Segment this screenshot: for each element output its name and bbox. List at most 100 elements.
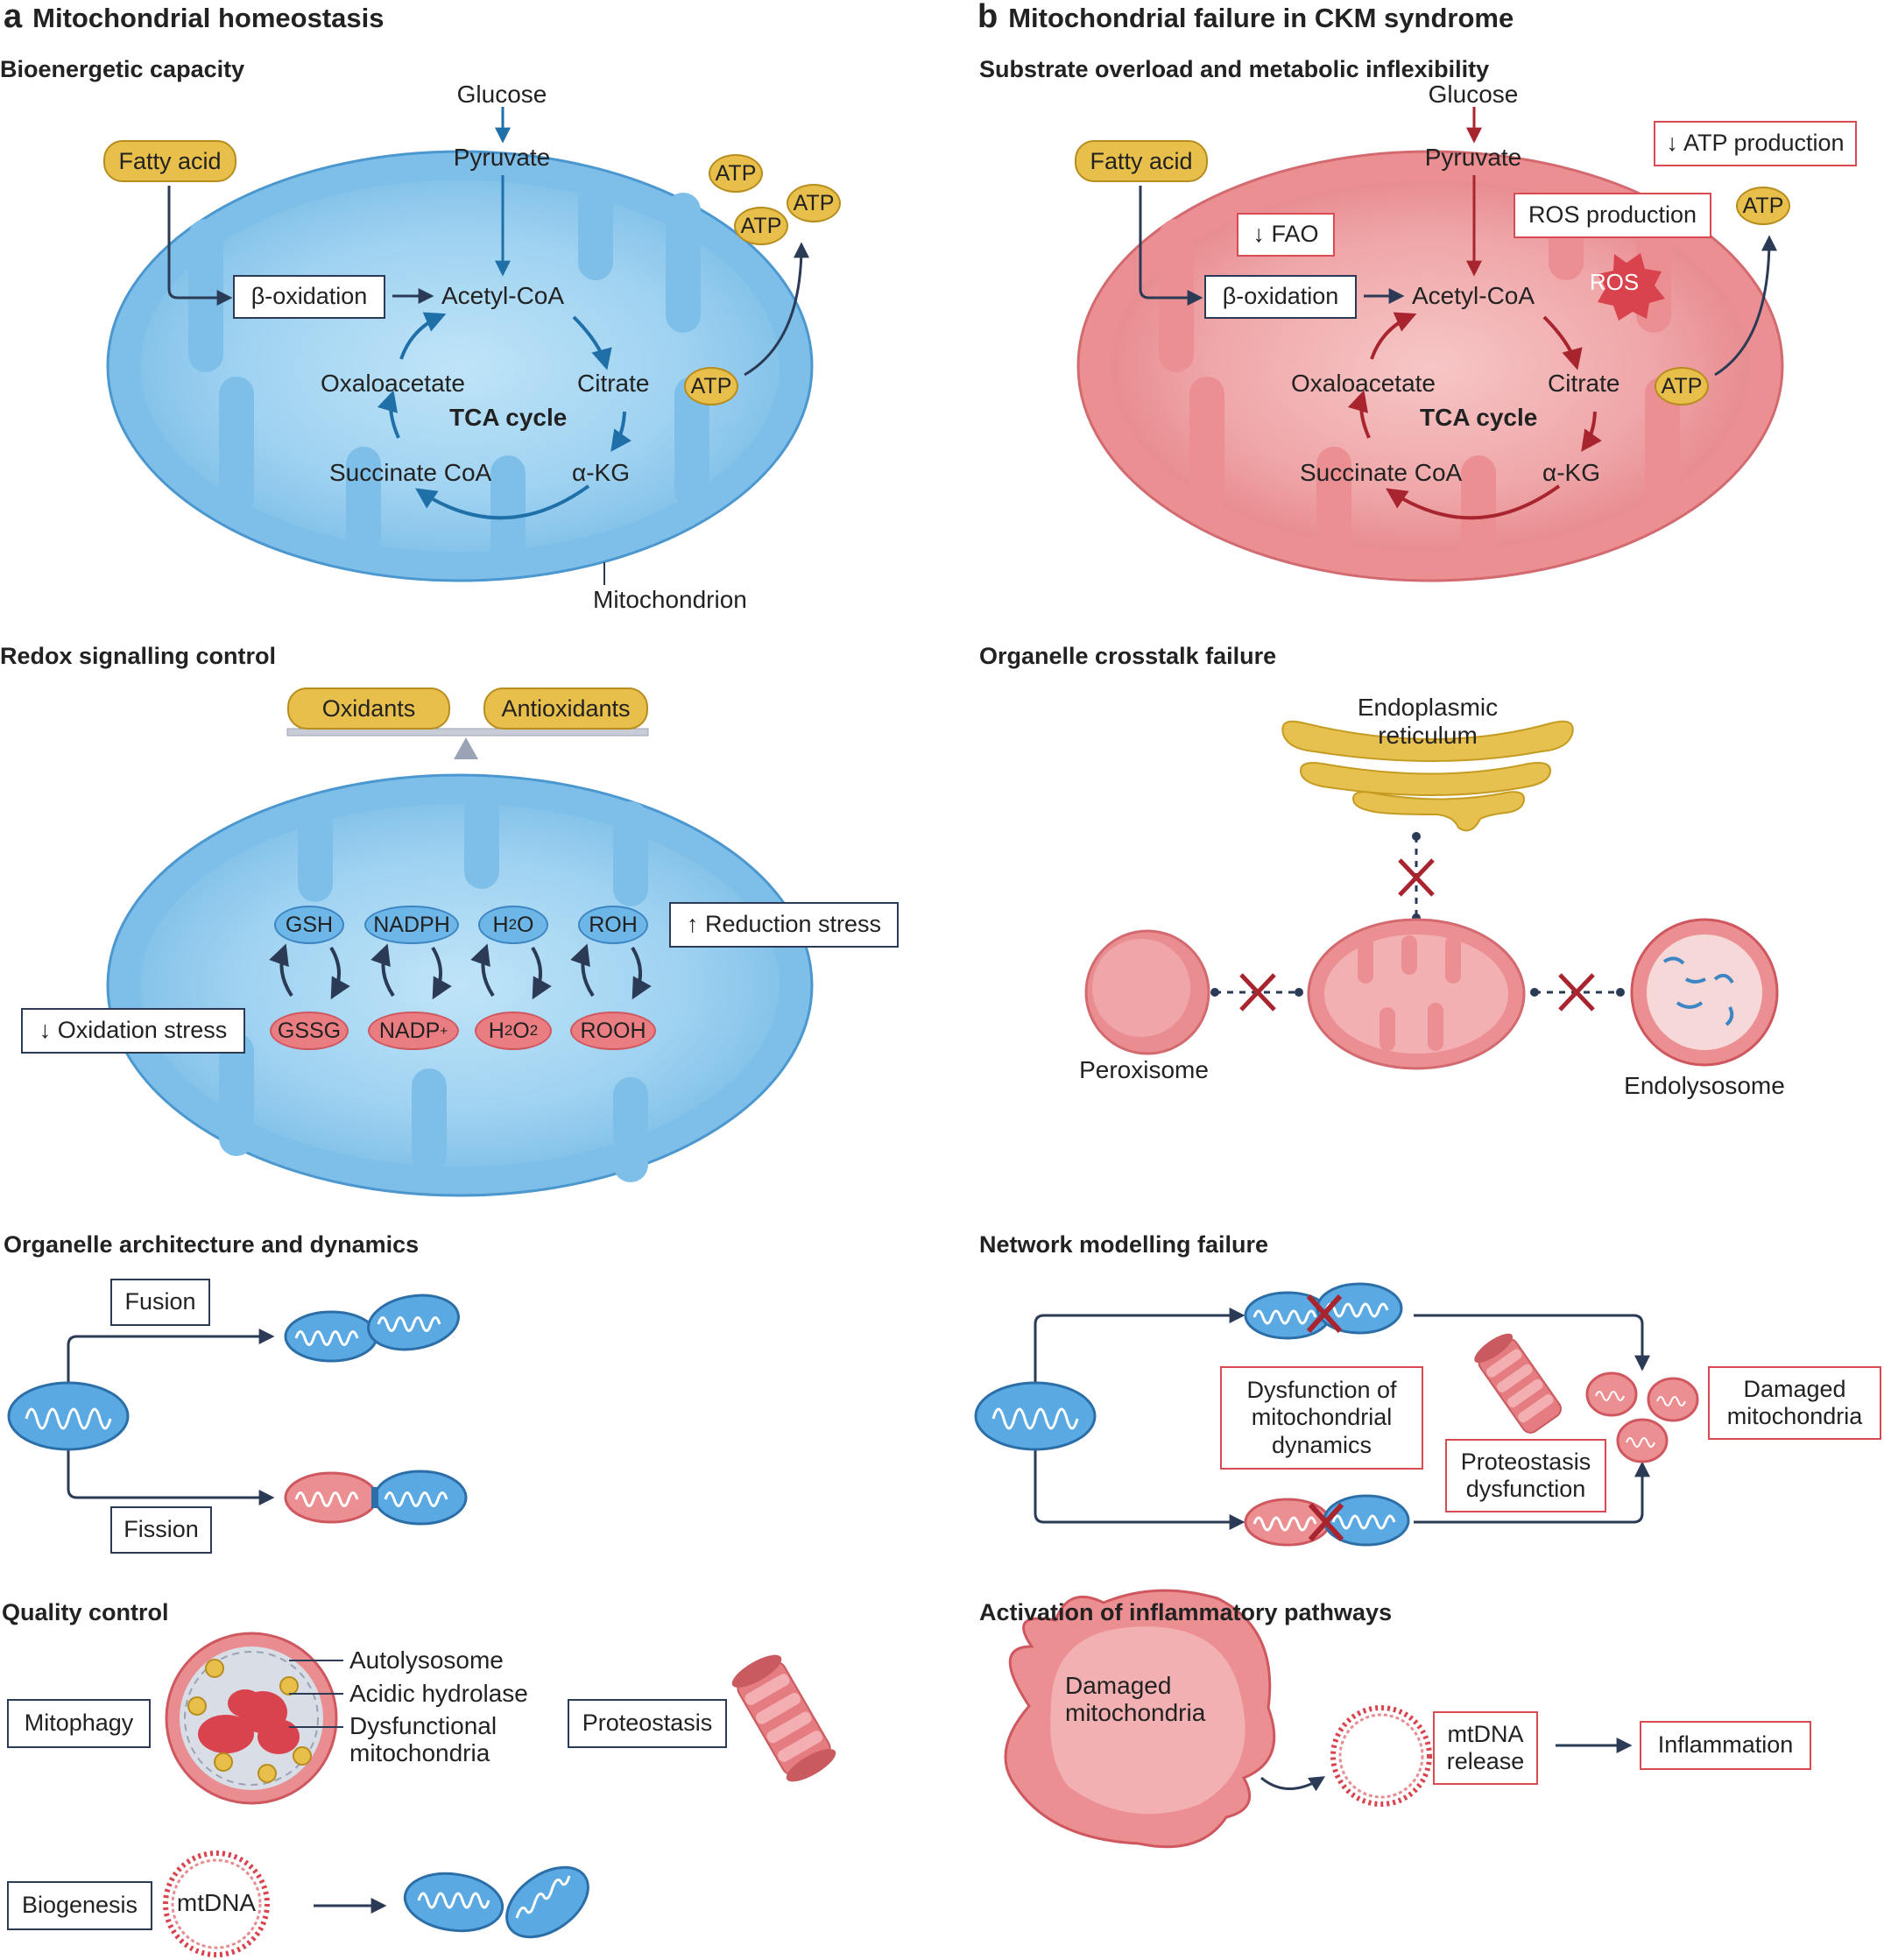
citrate-label-b: Citrate — [1548, 370, 1620, 397]
mitochondrion-redox-a — [106, 773, 814, 1197]
mitochondria-fissioning — [284, 1470, 468, 1526]
nadph-node: NADPH — [364, 906, 459, 944]
arch-arrows-a — [67, 1329, 275, 1505]
atp-production-box: ↓ ATP production — [1654, 121, 1857, 166]
beta-oxidation-box-a: β-oxidation — [233, 275, 385, 319]
mitochondrion-bioenergetic-a — [106, 150, 814, 582]
mtdna-release-line2: release — [1446, 1748, 1525, 1774]
acetyl-coa-label-b: Acetyl-CoA — [1412, 282, 1535, 309]
heading-quality: Quality control — [2, 1599, 169, 1625]
nadp-node: NADP+ — [368, 1012, 459, 1050]
acetyl-coa-label-a: Acetyl-CoA — [441, 282, 565, 309]
mtdna-label-a: mtDNA — [176, 1889, 257, 1916]
er-label-line2: reticulum — [1378, 722, 1478, 750]
damaged-mitochondria-cluster — [1585, 1371, 1699, 1463]
roh-node: ROH — [578, 906, 648, 944]
mitochondrion-label-a: Mitochondrion — [593, 586, 747, 613]
arrow-mtdna-release — [1260, 1776, 1326, 1792]
inflammation-box: Inflammation — [1640, 1721, 1811, 1770]
failed-fission-mitochondria — [1244, 1494, 1410, 1547]
damaged-mito-line2: mitochondria — [1065, 1698, 1206, 1726]
pyruvate-label-b: Pyruvate — [1424, 144, 1522, 171]
succinate-coa-label-b: Succinate CoA — [1300, 459, 1463, 486]
oxidants-pill: Oxidants — [287, 687, 450, 730]
atp-badge-a-3: ATP — [734, 207, 788, 245]
failed-fusion-mitochondria — [1244, 1282, 1403, 1340]
damaged-line1: Damaged — [1743, 1375, 1846, 1402]
mitochondrion-source-b — [974, 1381, 1097, 1451]
atp-badge-a-1: ATP — [709, 154, 763, 193]
heading-architecture: Organelle architecture and dynamics — [4, 1231, 420, 1258]
panel-b-letter: b — [977, 0, 998, 35]
heading-substrate: Substrate overload and metabolic inflexi… — [979, 56, 1490, 82]
antioxidants-pill: Antioxidants — [483, 687, 648, 730]
tca-cycle-arrows-b — [1347, 312, 1602, 520]
autolysosome-shape — [165, 1632, 338, 1805]
proteo-line1: Proteostasis — [1460, 1448, 1591, 1475]
fusion-box: Fusion — [110, 1279, 210, 1326]
balance-beam — [286, 728, 649, 737]
oxidation-stress-box: ↓ Oxidation stress — [21, 1008, 245, 1054]
arrow-atp-export-a — [744, 242, 809, 377]
network-arrows-b — [1034, 1308, 1650, 1530]
reduction-stress-box: ↑ Reduction stress — [669, 902, 899, 948]
block-cross-icon — [1239, 858, 1595, 1012]
fission-box: Fission — [110, 1506, 212, 1554]
balance-pivot — [454, 737, 478, 759]
heading-network: Network modelling failure — [979, 1231, 1269, 1258]
rooh-node: ROOH — [570, 1012, 656, 1050]
arrow-fattyacid-beta-b — [1139, 186, 1203, 306]
beta-oxidation-box-b: β-oxidation — [1204, 275, 1357, 319]
new-mitochondria — [403, 1865, 589, 1939]
damaged-line2: mitochondria — [1726, 1403, 1863, 1429]
arrow-atp-export-b — [1714, 235, 1777, 377]
ros-production-box: ROS production — [1514, 193, 1711, 238]
heading-crosstalk: Organelle crosstalk failure — [979, 643, 1277, 669]
fatty-acid-pill-a: Fatty acid — [103, 140, 236, 182]
ros-label: ROS — [1589, 269, 1640, 295]
ros-burst-shape — [1598, 253, 1665, 321]
proteo-line2: dysfunction — [1465, 1476, 1586, 1502]
mitochondria-fused — [284, 1294, 460, 1363]
atp-badge-a-2: ATP — [787, 184, 841, 222]
fao-box: ↓ FAO — [1237, 213, 1335, 257]
dynamics-line3: dynamics — [1271, 1431, 1372, 1458]
redox-pair-arrows — [269, 943, 652, 1000]
heading-inflammatory: Activation of inflammatory pathways — [979, 1599, 1393, 1625]
tca-cycle-label-a: TCA cycle — [449, 404, 568, 431]
akg-label-b: α-KG — [1542, 459, 1600, 486]
endoplasmic-reticulum-shape — [1281, 720, 1574, 832]
proteasome-shape-b — [1474, 1333, 1562, 1434]
arrow-fattyacid-beta-a — [167, 186, 233, 306]
atp-badge-b-1: ATP — [1736, 187, 1790, 225]
dysfunctional-line2: mitochondria — [349, 1738, 490, 1766]
gssg-node: GSSG — [270, 1012, 349, 1050]
citrate-label-a: Citrate — [577, 370, 650, 397]
er-label-line1: Endoplasmic — [1357, 694, 1499, 721]
autolysosome-label: Autolysosome — [349, 1646, 504, 1674]
atp-badge-b-2: ATP — [1655, 367, 1709, 405]
autolysosome-pointers — [289, 1660, 343, 1728]
mtdna-ring-b — [1330, 1705, 1432, 1807]
acidic-hydrolase-label: Acidic hydrolase — [349, 1680, 528, 1707]
damaged-mitochondrion-large — [1004, 1589, 1276, 1849]
oxaloacetate-label-a: Oxaloacetate — [321, 370, 465, 397]
heading-bioenergetic: Bioenergetic capacity — [0, 56, 245, 82]
fatty-acid-pill-b: Fatty acid — [1075, 140, 1208, 182]
dynamics-line1: Dysfunction of — [1246, 1377, 1397, 1404]
endolysosome-label: Endolysosome — [1624, 1072, 1785, 1099]
damaged-mito-line1: Damaged — [1065, 1672, 1172, 1699]
glucose-label-b: Glucose — [1428, 81, 1519, 108]
dynamics-line2: mitochondrial — [1251, 1404, 1393, 1431]
